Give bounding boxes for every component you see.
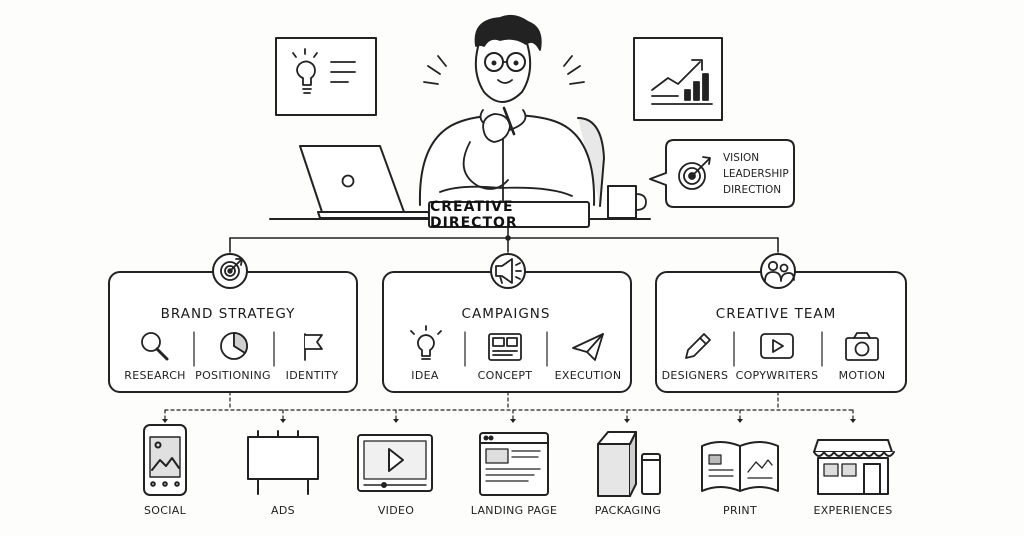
target-icon [678, 156, 711, 190]
output-label-experiences: EXPERIENCES [813, 504, 893, 517]
item-label-research: RESEARCH [124, 369, 186, 382]
excitement-marks [423, 55, 585, 85]
smartphone-icon [143, 424, 187, 496]
growth-chart-board-icon [633, 37, 723, 121]
laptop-icon [299, 145, 433, 219]
paper-plane-icon [572, 333, 604, 361]
group-title-campaigns: CAMPAIGNS [461, 306, 551, 322]
chair-icon [577, 117, 605, 207]
connector-arrowheads [162, 419, 856, 423]
output-label-video: VIDEO [377, 504, 415, 517]
coffee-mug-icon [607, 185, 647, 219]
layout-board-icon [488, 333, 522, 361]
item-label-identity: IDENTITY [285, 369, 339, 382]
pencil-icon [685, 333, 711, 359]
lightbulb-board-icon [275, 37, 377, 116]
output-label-ads: ADS [271, 504, 295, 517]
billboard-icon [247, 430, 319, 495]
video-player-icon [357, 434, 433, 492]
target-icon [212, 253, 248, 289]
output-label-landing-page: LANDING PAGE [470, 504, 558, 517]
open-magazine-icon [701, 441, 779, 492]
bubble-line: DIRECTION [723, 184, 782, 196]
package-box-icon [597, 431, 661, 497]
group-boxes [108, 271, 907, 393]
connector-lines [229, 227, 779, 253]
creative-director-person-icon [418, 14, 596, 206]
magnifier-icon [141, 332, 169, 361]
play-button-icon [760, 333, 794, 359]
bubble-line: LEADERSHIP [723, 168, 789, 180]
people-icon [760, 253, 796, 289]
storefront-icon [813, 439, 895, 495]
bubble-line: VISION [723, 152, 760, 164]
camera-icon [845, 332, 879, 361]
group-title-brand-strategy: BRAND STRATEGY [160, 306, 296, 322]
group-title-creative-team: CREATIVE TEAM [715, 306, 837, 322]
item-label-designers: DESIGNERS [661, 369, 729, 382]
webpage-icon [479, 432, 549, 496]
creative-director-title: CREATIVE DIRECTOR [428, 199, 590, 231]
megaphone-icon [490, 253, 526, 289]
vision-speech-bubble [649, 139, 795, 208]
item-label-concept: CONCEPT [477, 369, 533, 382]
output-label-print: PRINT [723, 504, 757, 517]
output-label-packaging: PACKAGING [594, 504, 662, 517]
item-label-copywriters: COPYWRITERS [735, 369, 819, 382]
item-label-idea: IDEA [411, 369, 439, 382]
item-label-motion: MOTION [838, 369, 886, 382]
lightbulb-icon [410, 325, 442, 360]
item-label-positioning: POSITIONING [195, 369, 271, 382]
vision-bubble-text: VISION LEADERSHIP DIRECTION [723, 150, 789, 198]
output-connectors [164, 391, 854, 421]
pie-chart-icon [220, 332, 248, 360]
output-label-social: SOCIAL [143, 504, 187, 517]
flag-icon [304, 333, 323, 361]
item-label-execution: EXECUTION [554, 369, 622, 382]
